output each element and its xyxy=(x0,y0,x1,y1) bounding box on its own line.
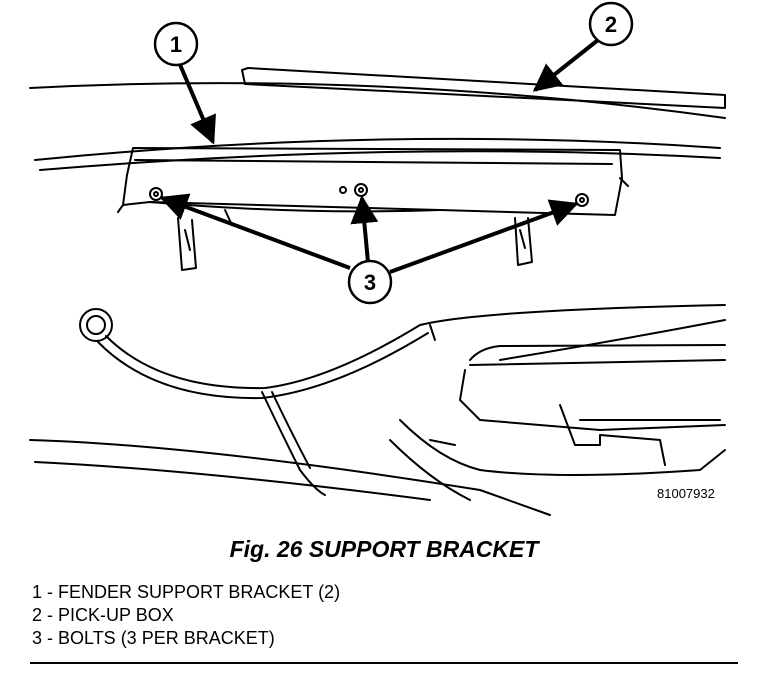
callout-3: 3 xyxy=(347,259,393,305)
pickup-box-outline xyxy=(241,67,726,109)
leader-3b xyxy=(350,195,379,263)
leader-1 xyxy=(176,59,216,145)
svg-text:2: 2 xyxy=(605,12,617,37)
bottom-divider xyxy=(30,662,738,664)
bolt-center xyxy=(354,183,368,197)
wiring-grommet xyxy=(79,308,113,342)
figure-caption: Fig. 26 SUPPORT BRACKET xyxy=(229,536,539,562)
support-bracket-illustration: 1 2 3 xyxy=(29,1,726,516)
leader-2 xyxy=(532,38,600,92)
legend-item-1: 1 - FENDER SUPPORT BRACKET (2) xyxy=(32,582,341,602)
svg-text:1: 1 xyxy=(170,32,182,57)
bolt-right xyxy=(575,193,589,207)
legend-item-2: 2 - PICK-UP BOX xyxy=(32,605,174,625)
leader-3a xyxy=(159,193,351,270)
callout-2: 2 xyxy=(588,1,634,47)
svg-text:3: 3 xyxy=(364,270,376,295)
leader-3c xyxy=(389,199,579,274)
bolt-left xyxy=(149,187,163,201)
callout-1: 1 xyxy=(153,21,199,67)
legend: 1 - FENDER SUPPORT BRACKET (2) 2 - PICK-… xyxy=(32,581,340,650)
figure-id-code: 81007932 xyxy=(657,486,715,501)
legend-item-3: 3 - BOLTS (3 PER BRACKET) xyxy=(32,628,275,648)
